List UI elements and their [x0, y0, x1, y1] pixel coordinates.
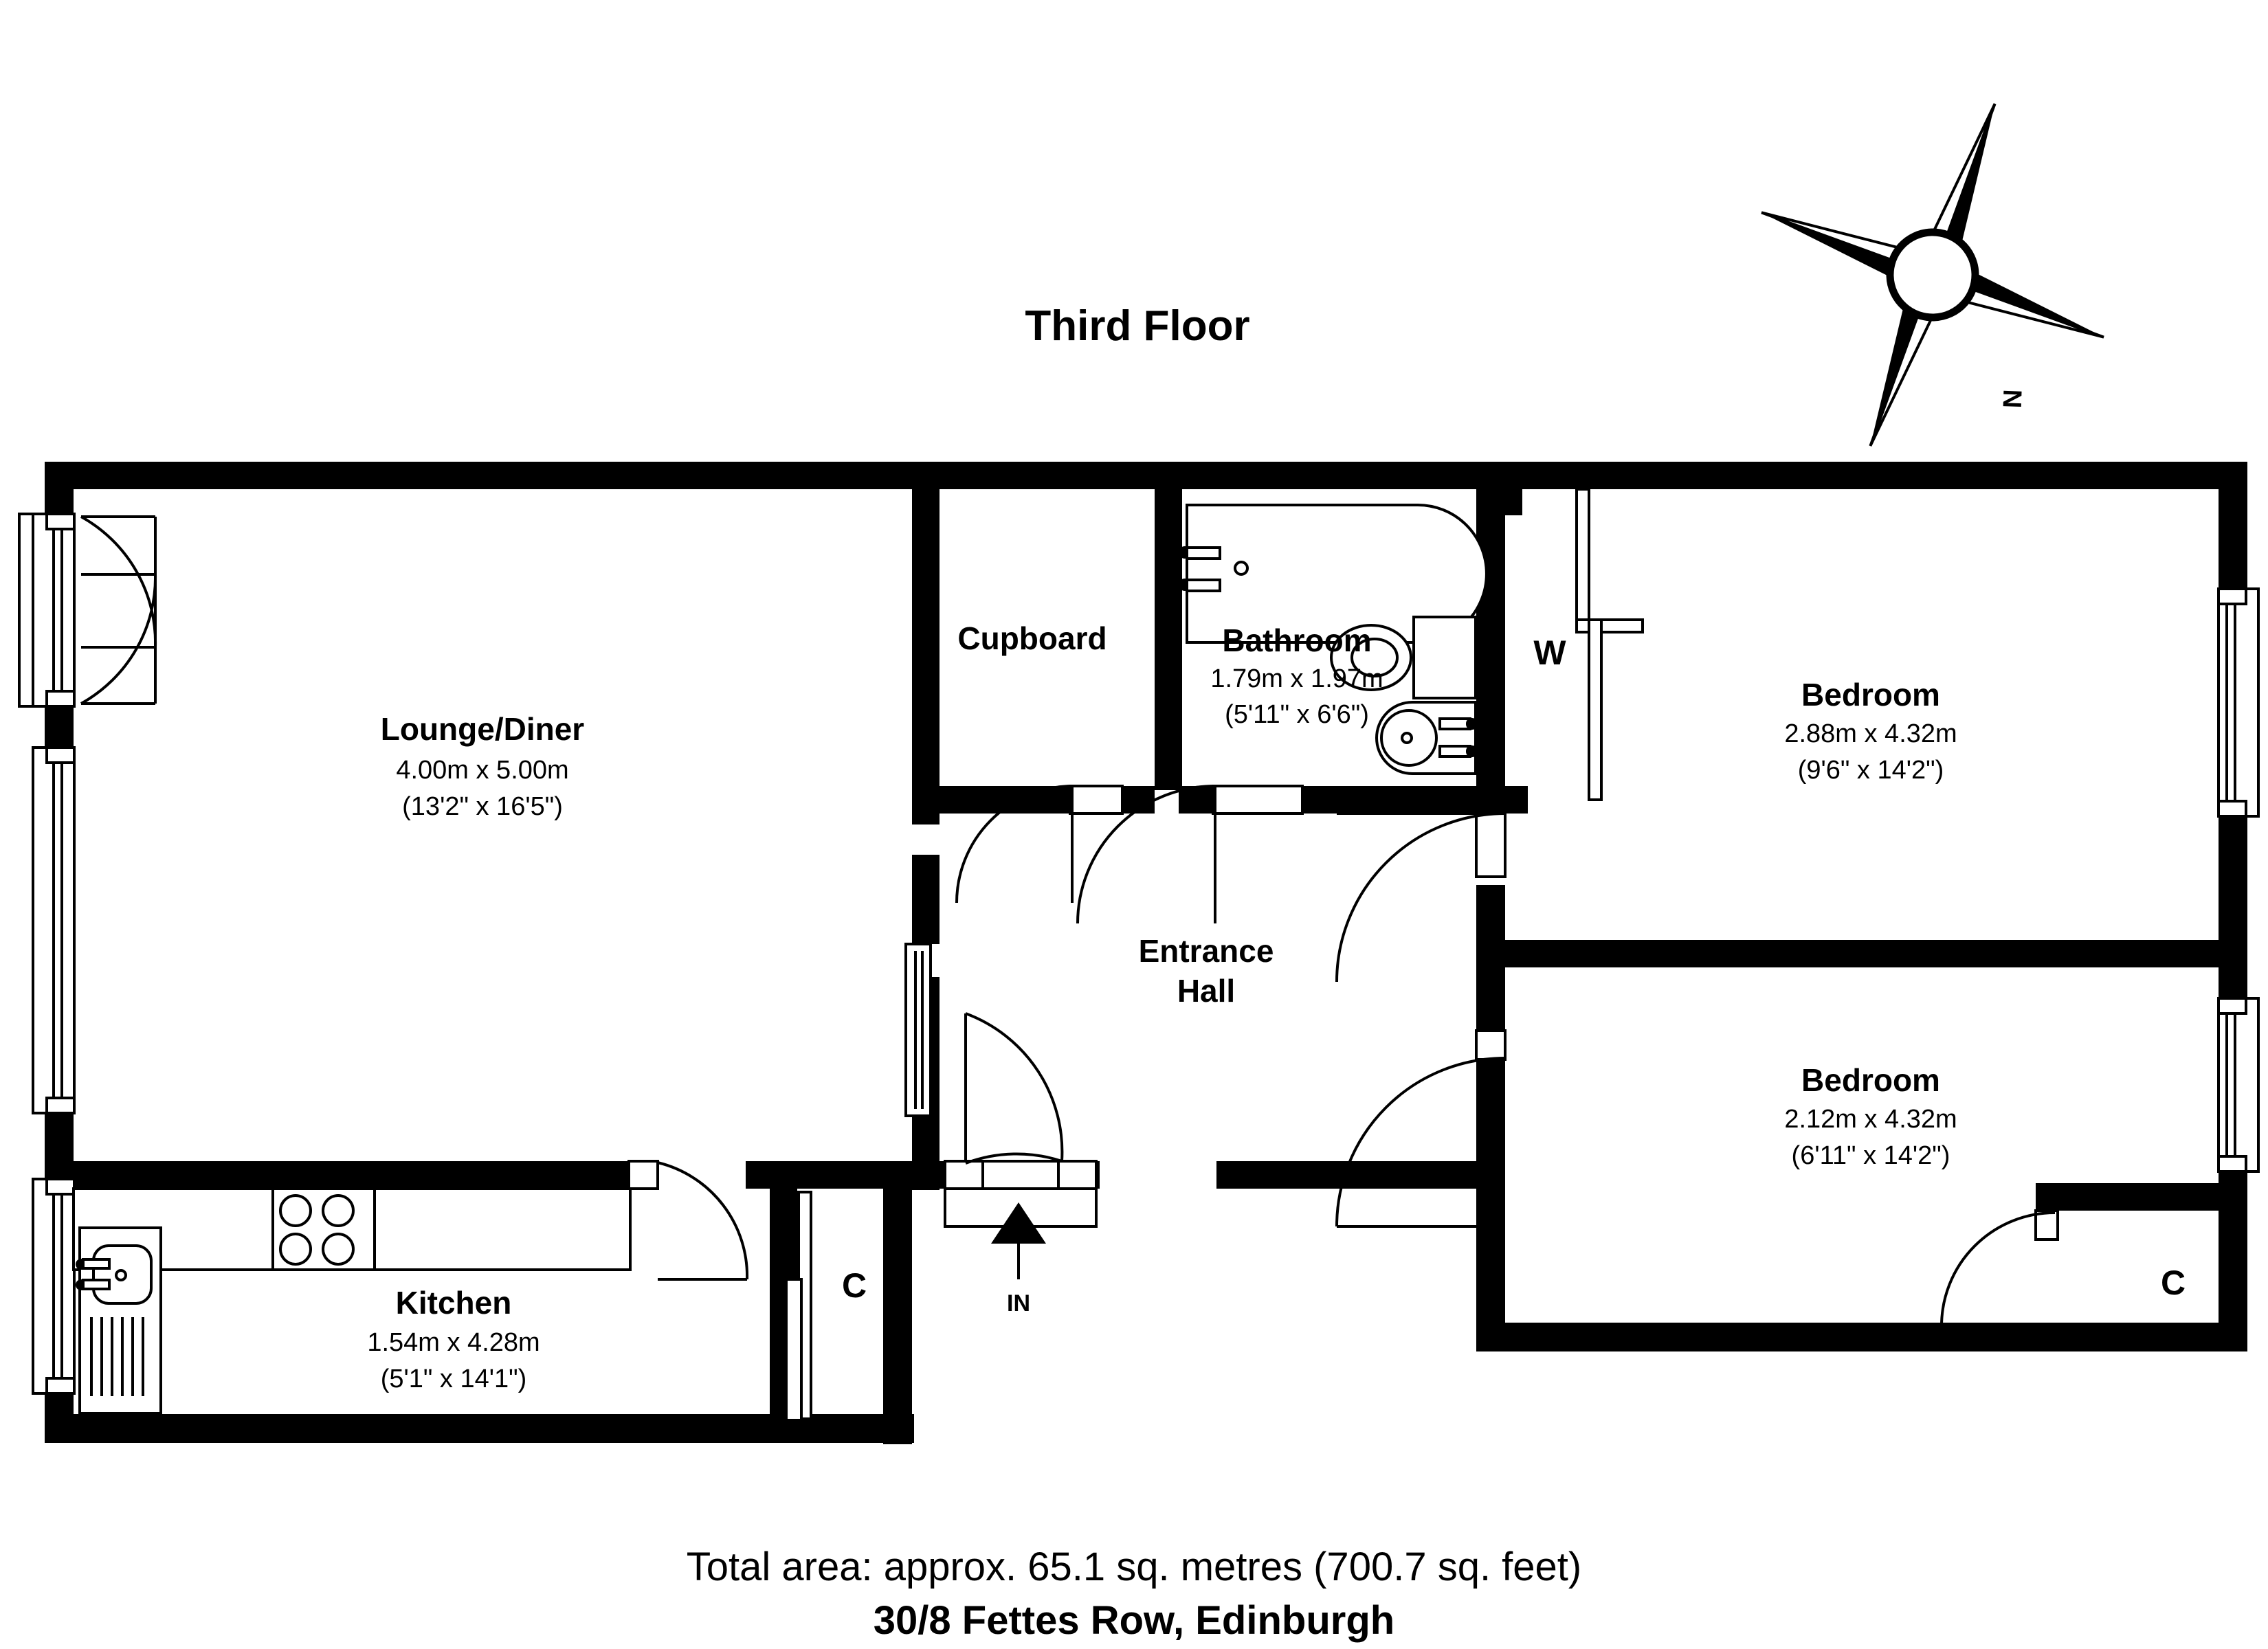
- total-area-text: Total area: approx. 65.1 sq. metres (700…: [687, 1545, 1581, 1589]
- door-bedroom-2: [1335, 1029, 1507, 1228]
- room-metric-kitchen: 1.54m x 4.28m: [367, 1328, 540, 1357]
- window-lounge-upper: [18, 513, 76, 708]
- compass-north-label: N: [1997, 389, 2027, 409]
- door-lounge-french: [80, 515, 157, 705]
- compass-rose-icon: [1761, 103, 2104, 447]
- page-title: Third Floor: [1025, 302, 1249, 350]
- window-bedroom-2: [2217, 997, 2260, 1173]
- door-cupboard-left: [785, 1191, 812, 1422]
- wardrobe-letter-label: W: [1533, 633, 1566, 672]
- room-label-kitchen: Kitchen 1.54m x 4.28m (5'1" x 14'1"): [367, 1285, 540, 1393]
- doors-group: [80, 515, 2059, 1422]
- room-name-entrance-hall-line1: Entrance: [1139, 933, 1274, 969]
- room-metric-bathroom: 1.79m x 1.97m: [1210, 664, 1383, 693]
- room-name-bedroom-2: Bedroom: [1801, 1062, 1940, 1098]
- room-label-lounge: Lounge/Diner 4.00m x 5.00m (13'2" x 16'5…: [381, 711, 585, 821]
- window-bedroom-1: [2217, 587, 2260, 818]
- room-metric-bedroom-1: 2.88m x 4.32m: [1784, 719, 1957, 748]
- room-imperial-lounge: (13'2" x 16'5"): [402, 792, 563, 821]
- door-bedroom-1: [1335, 809, 1507, 983]
- room-name-cupboard: Cupboard: [957, 620, 1107, 656]
- room-name-bedroom-1: Bedroom: [1801, 677, 1940, 713]
- window-kitchen: [32, 1178, 76, 1395]
- entrance-in-label: IN: [1007, 1290, 1030, 1316]
- door-cupboard-right: [1940, 1209, 2059, 1327]
- room-metric-lounge: 4.00m x 5.00m: [396, 756, 568, 785]
- room-label-cupboard: Cupboard: [957, 620, 1107, 656]
- kitchen-worktop: [72, 1187, 632, 1271]
- cupboard-letter-right-label: C: [2161, 1264, 2186, 1302]
- wardrobe-partition: [1575, 488, 1644, 801]
- room-imperial-bathroom: (5'11" x 6'6"): [1225, 700, 1369, 729]
- door-cupboard: [955, 785, 1124, 904]
- door-bathroom: [1076, 785, 1304, 924]
- room-metric-bedroom-2: 2.12m x 4.32m: [1784, 1105, 1957, 1134]
- room-label-bathroom: Bathroom 1.79m x 1.97m (5'11" x 6'6"): [1210, 622, 1383, 729]
- room-label-bedroom-1: Bedroom 2.88m x 4.32m (9'6" x 14'2"): [1784, 677, 1957, 785]
- room-name-lounge: Lounge/Diner: [381, 711, 585, 747]
- bath-fixture: [1179, 504, 1488, 644]
- window-lounge-lower: [32, 746, 76, 1114]
- room-name-entrance-hall-line2: Hall: [1177, 973, 1235, 1009]
- room-imperial-bedroom-1: (9'6" x 14'2"): [1798, 756, 1944, 785]
- room-imperial-bedroom-2: (6'11" x 14'2"): [1792, 1141, 1950, 1170]
- walls-group: [45, 462, 2247, 1444]
- room-label-entrance-hall: Entrance Hall: [1139, 933, 1274, 1009]
- door-entrance: [944, 1012, 1098, 1228]
- fixtures-group: [72, 504, 1488, 1415]
- entrance-in-marker: [991, 1202, 1046, 1279]
- toilet-fixture: [1330, 616, 1477, 699]
- room-label-bedroom-2: Bedroom 2.12m x 4.32m (6'11" x 14'2"): [1784, 1062, 1957, 1170]
- address-text: 30/8 Fettes Row, Edinburgh: [874, 1598, 1394, 1643]
- door-kitchen: [627, 1160, 749, 1281]
- windows-group: [18, 488, 2260, 1395]
- cupboard-letter-left-label: C: [842, 1266, 867, 1305]
- kitchen-sink-fixture: [76, 1226, 162, 1415]
- room-name-bathroom: Bathroom: [1222, 622, 1371, 658]
- washbasin-fixture: [1375, 701, 1478, 775]
- room-name-kitchen: Kitchen: [396, 1285, 512, 1321]
- window-hall-internal: [904, 943, 932, 1117]
- room-imperial-kitchen: (5'1" x 14'1"): [381, 1365, 527, 1393]
